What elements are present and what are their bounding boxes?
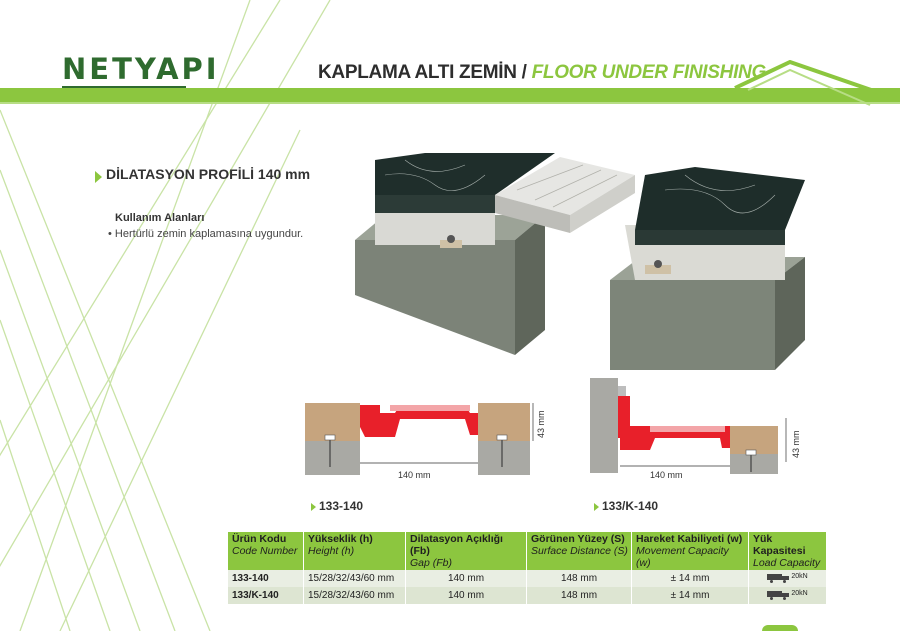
section-title: DİLATASYON PROFİLİ 140 mm	[106, 166, 311, 182]
width-dimension-a: 140 mm	[398, 470, 431, 480]
brand-logo: NETYAPI	[62, 52, 220, 86]
cell-surface: 148 mm	[526, 587, 632, 604]
cell-height: 15/28/32/43/60 mm	[303, 570, 406, 587]
cell-code: 133/K-140	[228, 587, 304, 604]
truck-icon	[767, 573, 791, 584]
cell-height: 15/28/32/43/60 mm	[303, 587, 406, 604]
truck-icon	[767, 590, 791, 601]
section-drawing-133-k-140	[590, 378, 787, 474]
usage-title: Kullanım Alanları	[115, 212, 205, 224]
col-header-surface: Görünen Yüzey (S)Surface Distance (S)	[526, 532, 632, 570]
height-dimension-a: 43 mm	[536, 410, 546, 438]
cell-surface: 148 mm	[526, 570, 632, 587]
code-arrow-icon	[311, 503, 316, 511]
cell-load: 20kN	[748, 587, 827, 604]
load-value: 20kN	[791, 590, 808, 597]
header-green-bar	[0, 60, 900, 106]
corner-accent	[762, 625, 798, 631]
height-dimension-b: 43 mm	[791, 430, 801, 458]
table-row: 133/K-140 15/28/32/43/60 mm 140 mm 148 m…	[228, 587, 827, 604]
cell-code: 133-140	[228, 570, 304, 587]
usage-item: • Hertürlü zemin kaplamasına uygundur.	[108, 228, 304, 240]
code-arrow-icon	[594, 503, 599, 511]
cell-load: 20kN	[748, 570, 827, 587]
expansion-joint-illustration	[355, 153, 805, 370]
title-english: FLOOR UNDER FINISHING	[531, 62, 767, 83]
title-turkish: KAPLAMA ALTI ZEMİN /	[318, 62, 532, 83]
page-title: KAPLAMA ALTI ZEMİN / FLOOR UNDER FINISHI…	[318, 62, 766, 84]
cell-gap: 140 mm	[405, 570, 527, 587]
load-value: 20kN	[791, 573, 808, 580]
section-arrow-icon	[95, 171, 102, 183]
drawing-code-a: 133-140	[319, 499, 364, 513]
col-header-gap: Dilatasyon Açıklığı (Fb)Gap (Fb)	[405, 532, 527, 570]
drawing-code-b: 133/K-140	[602, 499, 659, 513]
logo-underline	[62, 86, 186, 89]
cell-gap: 140 mm	[405, 587, 527, 604]
cell-movement: ± 14 mm	[631, 570, 749, 587]
cell-movement: ± 14 mm	[631, 587, 749, 604]
col-header-movement: Hareket Kabiliyeti (w)Movement Capacity …	[631, 532, 749, 570]
col-header-height: Yükseklik (h)Height (h)	[303, 532, 406, 570]
section-drawing-133-140	[305, 403, 534, 475]
table-row: 133-140 15/28/32/43/60 mm 140 mm 148 mm …	[228, 570, 827, 587]
width-dimension-b: 140 mm	[650, 470, 683, 480]
